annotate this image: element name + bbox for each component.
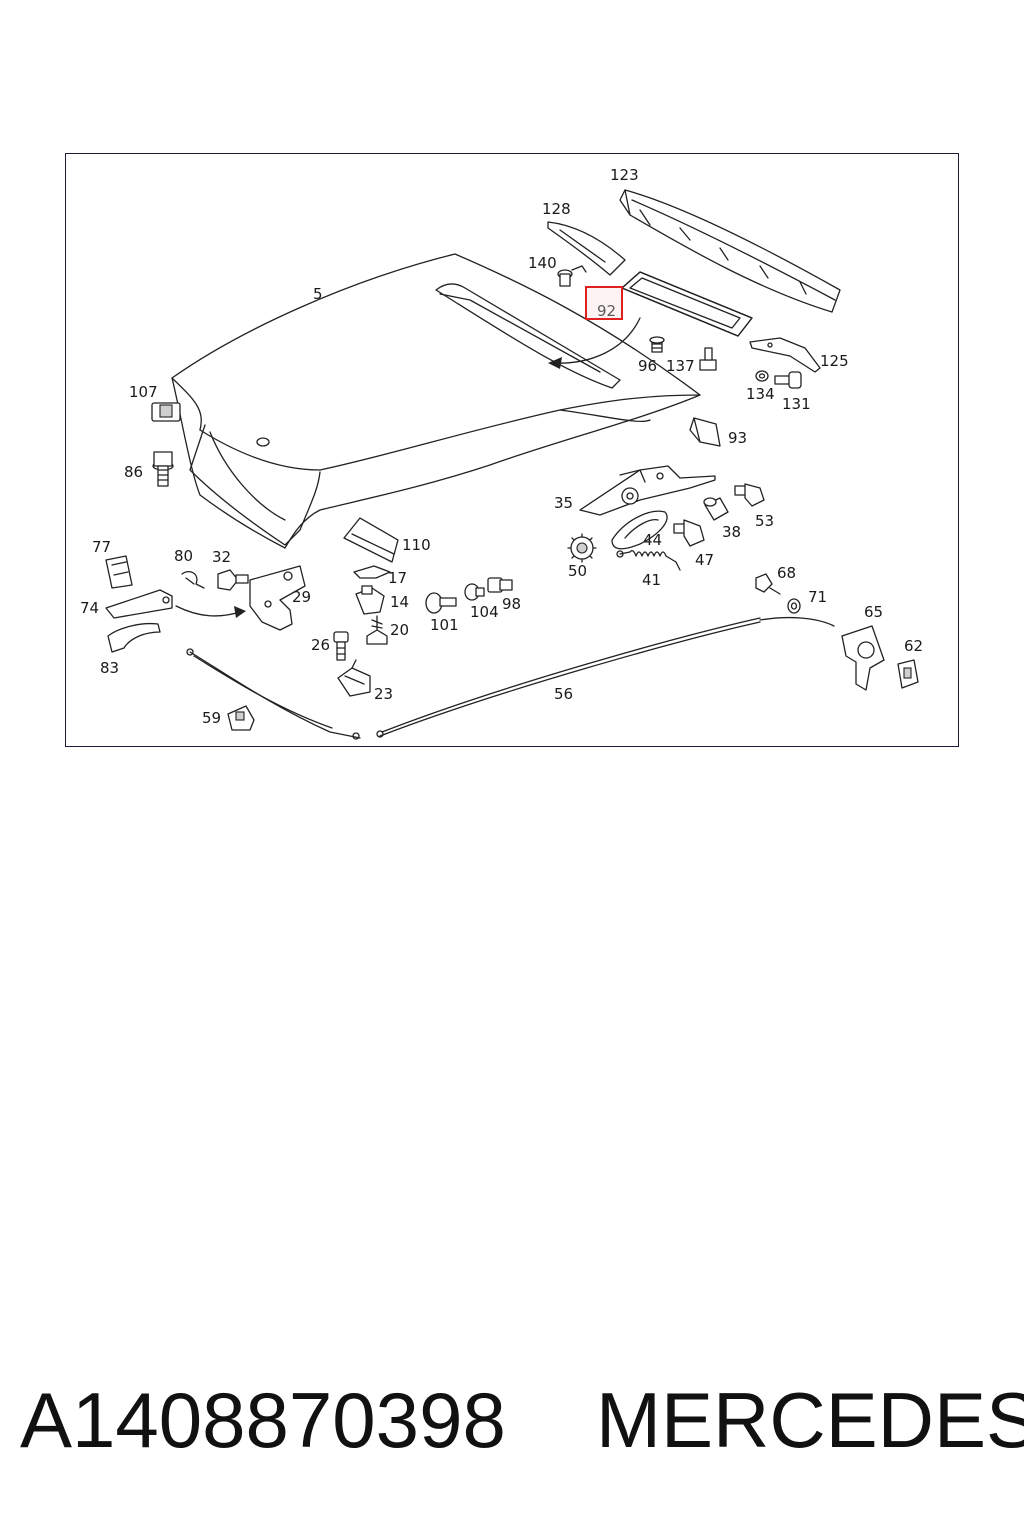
label-92: 92 [597,302,616,320]
label-53: 53 [755,512,774,530]
part-41[interactable] [616,550,681,571]
label-77: 77 [92,538,111,556]
label-71: 71 [808,588,827,606]
part-32[interactable] [217,569,249,591]
label-29: 29 [292,588,311,606]
part-140[interactable] [557,265,587,287]
label-107: 107 [129,383,158,401]
label-98: 98 [502,595,521,613]
part-77[interactable] [105,555,133,589]
part-96[interactable] [649,336,665,353]
part-93[interactable] [689,417,721,447]
part-23[interactable] [337,659,371,697]
part-53[interactable] [734,483,765,507]
part-101[interactable] [425,592,457,614]
label-131: 131 [782,395,811,413]
label-104: 104 [470,603,499,621]
part-59[interactable] [227,705,255,731]
label-50: 50 [568,562,587,580]
part-29[interactable] [249,565,306,631]
label-86: 86 [124,463,143,481]
label-17: 17 [388,569,407,587]
part-80[interactable] [181,570,205,589]
label-83: 83 [100,659,119,677]
label-123: 123 [610,166,639,184]
part-98[interactable] [487,577,513,593]
label-5: 5 [313,285,323,303]
part-128[interactable] [547,221,626,276]
label-137: 137 [666,357,695,375]
label-35: 35 [554,494,573,512]
part-26[interactable] [333,631,349,661]
part-134[interactable] [755,370,769,382]
label-101: 101 [430,616,459,634]
parts-diagram: 5 123 128 140 92 96 137 125 134 131 107 … [80,166,923,740]
part-104[interactable] [464,583,485,601]
part-35[interactable] [579,465,716,516]
brand-name: MERCEDES [596,1376,1024,1464]
footer: A1408870398 MERCEDES [0,1370,1024,1470]
part-17[interactable] [353,565,391,579]
label-38: 38 [722,523,741,541]
part-110[interactable] [343,517,399,563]
part-125[interactable] [749,337,821,373]
label-80: 80 [174,547,193,565]
part-83[interactable] [107,622,161,653]
label-74: 74 [80,599,99,617]
part-62[interactable] [897,659,919,689]
part-131[interactable] [774,371,802,389]
label-59: 59 [202,709,221,727]
label-23: 23 [374,685,393,703]
label-47: 47 [695,551,714,569]
label-125: 125 [820,352,849,370]
label-140: 140 [528,254,557,272]
part-50[interactable] [567,533,597,563]
part-47[interactable] [673,519,705,547]
part-number: A1408870398 [20,1376,506,1464]
part-38[interactable] [703,497,729,521]
part-68[interactable] [755,573,781,595]
label-128: 128 [542,200,571,218]
label-41: 41 [642,571,661,589]
part-123[interactable] [619,189,841,313]
label-68: 68 [777,564,796,582]
part-86[interactable] [152,451,174,487]
label-20: 20 [390,621,409,639]
label-110: 110 [402,536,431,554]
diagram-frame [65,153,959,747]
label-56: 56 [554,685,573,703]
highlight-box-92 [585,286,623,320]
label-62: 62 [904,637,923,655]
part-20[interactable] [366,615,388,645]
label-26: 26 [311,636,330,654]
label-14: 14 [390,593,409,611]
part-44[interactable] [611,510,668,550]
label-93: 93 [728,429,747,447]
arrow-92 [548,317,641,369]
part-74[interactable] [105,589,173,619]
label-65: 65 [864,603,883,621]
part-137[interactable] [699,347,717,371]
part-65[interactable] [841,625,885,691]
part-14[interactable] [355,585,385,615]
part-92[interactable] [621,271,753,337]
label-134: 134 [746,385,775,403]
arrow-74-29 [175,605,246,618]
label-32: 32 [212,548,231,566]
part-labels: 5 123 128 140 92 96 137 125 134 131 107 … [80,166,923,727]
label-96: 96 [638,357,657,375]
label-44: 44 [643,531,662,549]
part-107[interactable] [151,402,181,422]
part-71[interactable] [787,598,801,614]
part-56[interactable] [186,616,835,740]
